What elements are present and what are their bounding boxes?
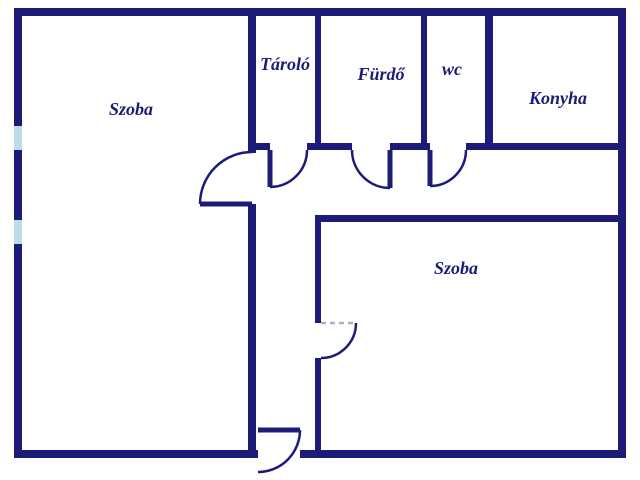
wall-szoba2-top xyxy=(315,215,626,222)
room-label-wc: wc xyxy=(442,59,462,79)
wall-szoba2-left-upper xyxy=(315,222,321,323)
room-label-furdo: Fürdő xyxy=(357,64,405,84)
wall-corridor-left-lower xyxy=(248,204,256,458)
wall-outer-bottom-left xyxy=(14,450,258,458)
wall-furdo-wc xyxy=(421,8,427,150)
interior-walls xyxy=(248,8,626,458)
wall-szoba-tarolo-upper xyxy=(248,8,256,153)
room-label-szoba-bottom-right: Szoba xyxy=(433,258,478,278)
door-arc-szoba-top-left xyxy=(198,150,253,205)
wall-corridor-top-seg4 xyxy=(466,143,626,150)
wall-szoba2-left-lower xyxy=(315,358,321,450)
wall-corridor-top-seg3 xyxy=(390,143,430,150)
doors xyxy=(198,149,468,474)
window-left-upper xyxy=(14,126,22,150)
room-label-tarolo: Tároló xyxy=(259,54,310,74)
door-arc-szoba-bottom-right xyxy=(320,322,358,360)
wall-corridor-top-seg1 xyxy=(248,143,270,150)
wall-outer-right xyxy=(618,8,626,458)
door-arc-entry xyxy=(257,429,302,474)
room-label-konyha: Konyha xyxy=(528,88,588,108)
wall-tarolo-furdo xyxy=(315,8,321,150)
door-arc-wc xyxy=(429,149,468,188)
door-arc-tarolo xyxy=(269,149,309,189)
room-label-szoba-top-left: Szoba xyxy=(108,99,153,119)
wall-wc-konyha xyxy=(485,8,493,150)
window-left-lower xyxy=(14,220,22,244)
windows xyxy=(14,126,22,244)
door-arc-furdo xyxy=(350,149,391,190)
wall-corridor-top-seg2 xyxy=(307,143,352,150)
wall-outer-bottom-right xyxy=(300,450,626,458)
